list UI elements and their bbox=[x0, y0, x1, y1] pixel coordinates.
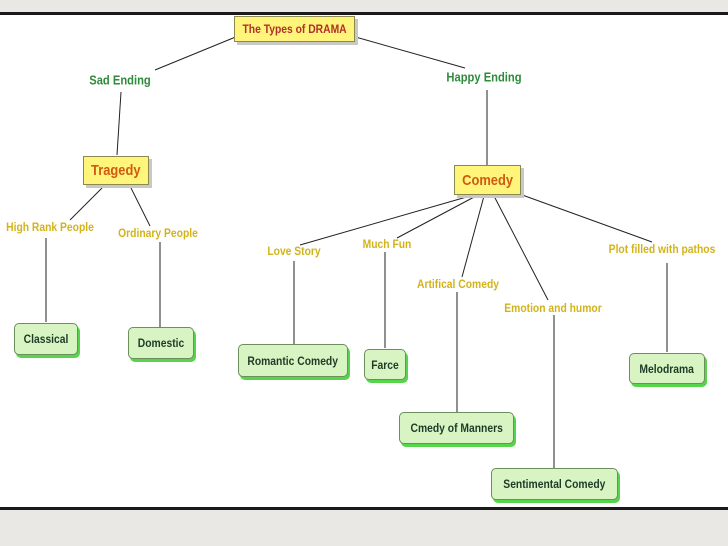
drama-title-text: The Types of DRAMA bbox=[242, 22, 347, 36]
sentimental-comedy-box: Sentimental Comedy bbox=[491, 468, 618, 500]
connector-title-sad bbox=[154, 35, 239, 71]
sad-ending-label: Sad Ending bbox=[89, 72, 151, 88]
comedy-of-manners-box: Cmedy of Manners bbox=[399, 412, 514, 444]
comedy-text: Comedy bbox=[462, 171, 513, 189]
sentimental-comedy-text: Sentimental Comedy bbox=[503, 477, 606, 491]
comedy-label-pathos: Plot filled with pathos bbox=[608, 242, 716, 256]
tragedy-label-high-rank: High Rank People bbox=[6, 220, 94, 234]
farce-text: Farce bbox=[371, 357, 399, 372]
farce-box: Farce bbox=[364, 349, 406, 380]
classical-box: Classical bbox=[14, 323, 78, 355]
connector-comedy-emotion bbox=[493, 195, 549, 301]
tragedy-text: Tragedy bbox=[91, 162, 141, 179]
connector-comedy-pathos bbox=[513, 191, 653, 243]
connector-tragedy-highrank bbox=[69, 187, 103, 221]
classical-text: Classical bbox=[23, 332, 69, 346]
connector-title-happy bbox=[351, 35, 466, 69]
connector-comedy-fun bbox=[396, 195, 477, 239]
comedy-of-manners-text: Cmedy of Manners bbox=[410, 421, 503, 435]
happy-ending-label: Happy Ending bbox=[446, 69, 522, 85]
comedy-label-love-story: Love Story bbox=[267, 244, 321, 258]
bottom-bar bbox=[0, 510, 728, 546]
drama-title-box: The Types of DRAMA bbox=[234, 16, 355, 42]
tragedy-label-ordinary: Ordinary People bbox=[118, 226, 198, 240]
connector-comedy-love bbox=[299, 195, 471, 246]
comedy-label-much-fun: Much Fun bbox=[362, 237, 412, 251]
domestic-box: Domestic bbox=[128, 327, 194, 359]
comedy-box: Comedy bbox=[454, 165, 521, 195]
connector-sad-tragedy bbox=[116, 91, 122, 156]
connector-tragedy-ordinary bbox=[130, 187, 151, 227]
domestic-text: Domestic bbox=[137, 336, 185, 350]
comedy-label-emotion: Emotion and humor bbox=[504, 301, 602, 315]
melodrama-box: Melodrama bbox=[629, 353, 705, 384]
comedy-label-artificial: Artifical Comedy bbox=[416, 277, 500, 291]
tragedy-box: Tragedy bbox=[83, 156, 149, 185]
slide-panel bbox=[0, 12, 728, 510]
romantic-comedy-box: Romantic Comedy bbox=[238, 344, 348, 377]
melodrama-text: Melodrama bbox=[639, 361, 695, 376]
connector-comedy-artificial bbox=[461, 195, 485, 278]
romantic-comedy-text: Romantic Comedy bbox=[247, 353, 339, 368]
